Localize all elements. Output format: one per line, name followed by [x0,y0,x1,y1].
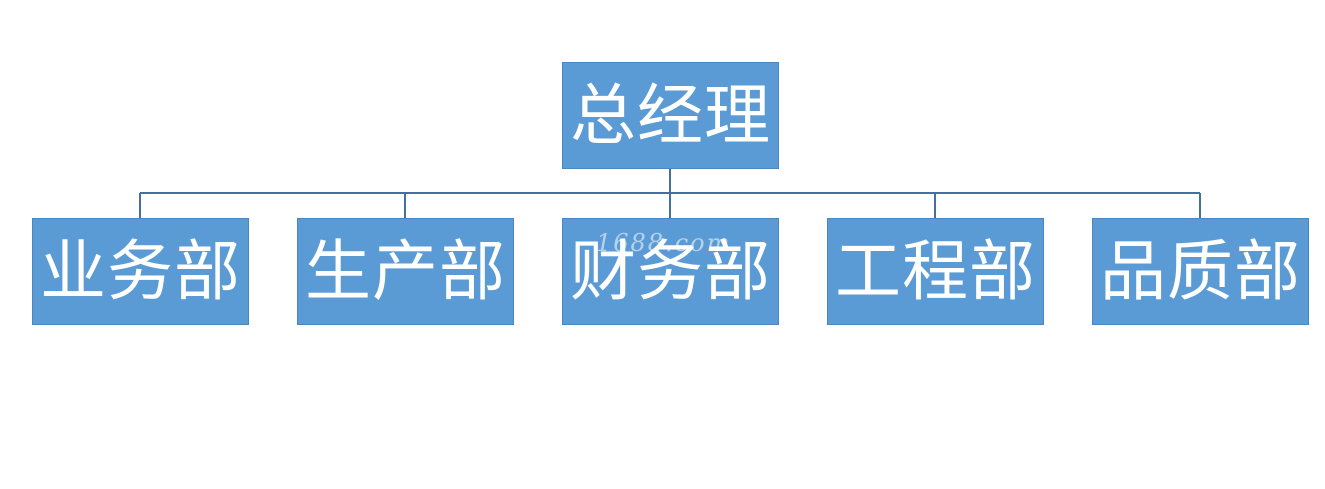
dept-node-production[interactable]: 生产部 [297,218,514,325]
dept-node-label: 品质部 [1100,232,1301,310]
dept-node-business[interactable]: 业务部 [32,218,249,325]
dept-node-label: 工程部 [835,232,1036,310]
dept-node-finance[interactable]: 财务部 [562,218,779,325]
dept-node-quality[interactable]: 品质部 [1092,218,1309,325]
dept-node-label: 财务部 [570,232,771,310]
root-node-label: 总经理 [570,76,771,154]
root-node-general-manager[interactable]: 总经理 [562,62,779,169]
dept-node-label: 生产部 [305,232,506,310]
dept-node-label: 业务部 [40,232,241,310]
dept-node-engineering[interactable]: 工程部 [827,218,1044,325]
